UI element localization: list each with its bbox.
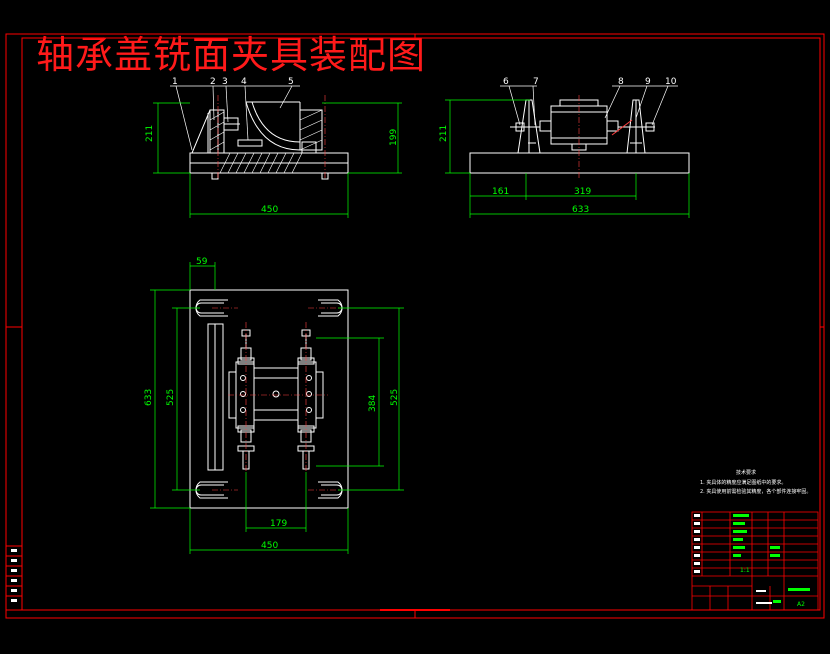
balloon-10: 10	[665, 77, 677, 87]
dim-top-left-inner: 525	[166, 389, 176, 406]
notes-line-1: 1. 夹具体的精度应满足图纸中的要求。	[700, 479, 786, 486]
dim-side-d2: 319	[574, 187, 591, 197]
drawing-title: 轴承盖铣面夹具装配图	[36, 33, 427, 77]
dim-top-left-outer: 633	[144, 389, 154, 406]
dim-front-height-left: 211	[145, 125, 155, 142]
side-view-balloons: 6 7 8 9 10	[503, 77, 677, 87]
title-block-scale: 1:1	[740, 567, 750, 574]
title-block-sheet: A2	[797, 601, 805, 608]
notes-line-2: 2. 夹具使用前需检验其精度，各个部件连接牢固。	[700, 488, 811, 495]
side-view-leaders	[500, 85, 678, 126]
top-view	[189, 289, 349, 509]
top-view-dims	[150, 262, 404, 554]
front-view	[189, 95, 349, 180]
balloon-3: 3	[222, 77, 228, 87]
front-view-leaders	[170, 85, 300, 151]
front-view-dims	[153, 102, 402, 218]
dim-side-width: 633	[572, 205, 589, 215]
dim-side-height: 211	[439, 125, 449, 142]
balloon-8: 8	[618, 77, 624, 87]
title-block-marks	[733, 514, 810, 603]
dim-front-width: 450	[261, 205, 278, 215]
balloon-6: 6	[503, 77, 509, 87]
dim-front-height-right: 199	[389, 129, 399, 146]
title-block-cells	[694, 514, 772, 604]
title-block	[691, 511, 819, 611]
front-view-balloons: 1 2 3 4 5	[172, 77, 294, 87]
balloon-9: 9	[645, 77, 651, 87]
balloon-2: 2	[210, 77, 216, 87]
dim-top-59: 59	[196, 257, 208, 267]
revision-strip	[5, 545, 23, 611]
dim-side-d1: 161	[492, 187, 509, 197]
dim-top-right-inner: 384	[368, 395, 378, 412]
sheet-frame	[5, 33, 825, 619]
balloon-7: 7	[533, 77, 539, 87]
dim-top-bottom-inner: 179	[270, 519, 287, 529]
side-view	[469, 95, 690, 180]
side-view-dims	[445, 99, 690, 218]
balloon-5: 5	[288, 77, 294, 87]
balloon-1: 1	[172, 77, 178, 87]
notes-heading: 技术要求	[736, 469, 756, 476]
dim-top-right-outer: 525	[390, 389, 400, 406]
dim-top-bottom-outer: 450	[261, 541, 278, 551]
balloon-4: 4	[241, 77, 247, 87]
technical-notes: 技术要求 1. 夹具体的精度应满足图纸中的要求。 2. 夹具使用前需检验其精度，…	[700, 469, 811, 495]
